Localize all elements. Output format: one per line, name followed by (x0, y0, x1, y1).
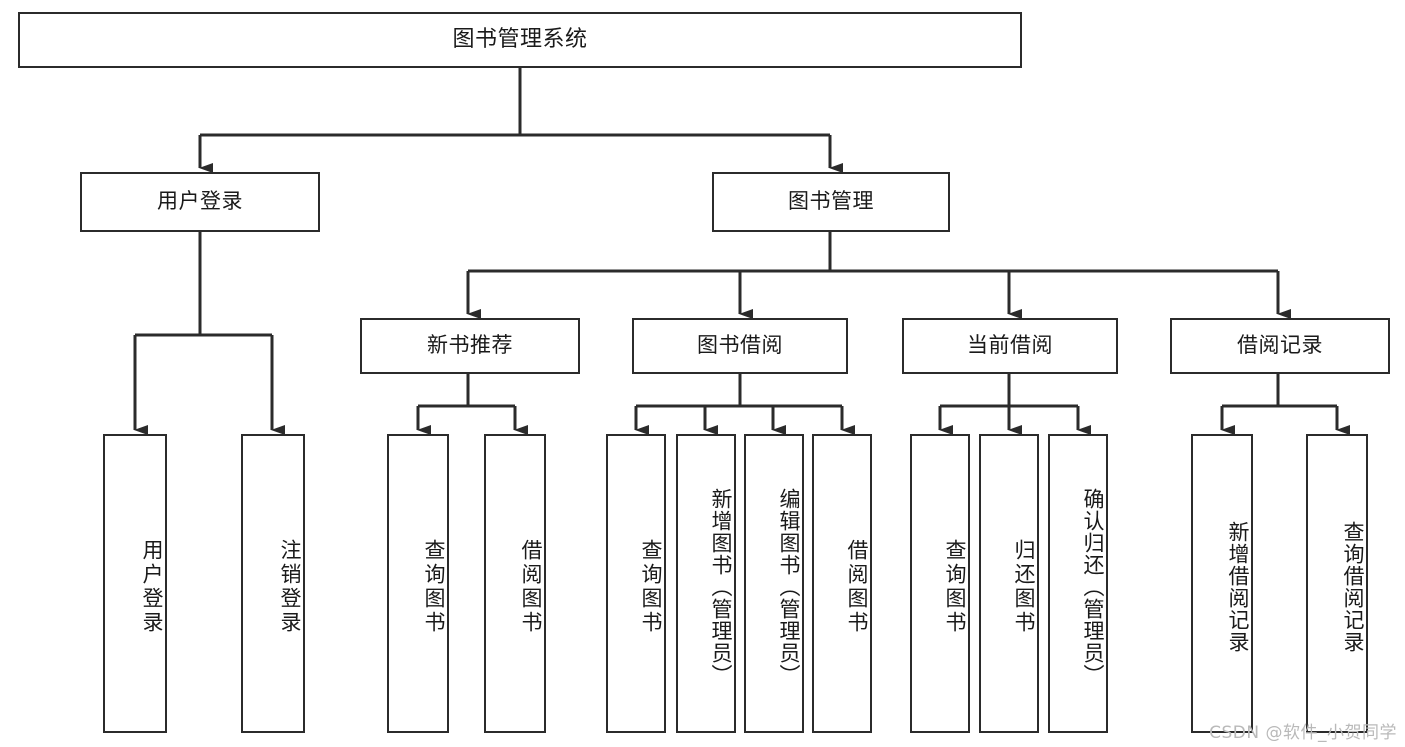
node-leaf-edit-book[interactable]: 编辑图书（管理员） (744, 434, 804, 733)
node-borrow-record[interactable]: 借阅记录 (1170, 318, 1390, 374)
node-root[interactable]: 图书管理系统 (18, 12, 1022, 68)
node-leaf-confirm-return[interactable]: 确认归还（管理员） (1048, 434, 1108, 733)
node-leaf-borrow-book-2[interactable]: 借阅图书 (812, 434, 872, 733)
node-leaf-add-record[interactable]: 新增借阅记录 (1191, 434, 1253, 733)
node-user-login[interactable]: 用户登录 (80, 172, 320, 232)
node-leaf-query-record[interactable]: 查询借阅记录 (1306, 434, 1368, 733)
node-leaf-logout-login[interactable]: 注销登录 (241, 434, 305, 733)
node-current-borrow[interactable]: 当前借阅 (902, 318, 1118, 374)
node-leaf-add-book[interactable]: 新增图书（管理员） (676, 434, 736, 733)
node-leaf-query-book-1[interactable]: 查询图书 (387, 434, 449, 733)
csdn-watermark: CSDN @软件_小贺同学 (1209, 723, 1397, 743)
node-leaf-query-book-2[interactable]: 查询图书 (606, 434, 666, 733)
node-leaf-user-login[interactable]: 用户登录 (103, 434, 167, 733)
node-leaf-return-book[interactable]: 归还图书 (979, 434, 1039, 733)
node-book-borrow[interactable]: 图书借阅 (632, 318, 848, 374)
node-new-book-recommend[interactable]: 新书推荐 (360, 318, 580, 374)
node-leaf-query-book-3[interactable]: 查询图书 (910, 434, 970, 733)
node-book-management[interactable]: 图书管理 (712, 172, 950, 232)
node-leaf-borrow-book-1[interactable]: 借阅图书 (484, 434, 546, 733)
